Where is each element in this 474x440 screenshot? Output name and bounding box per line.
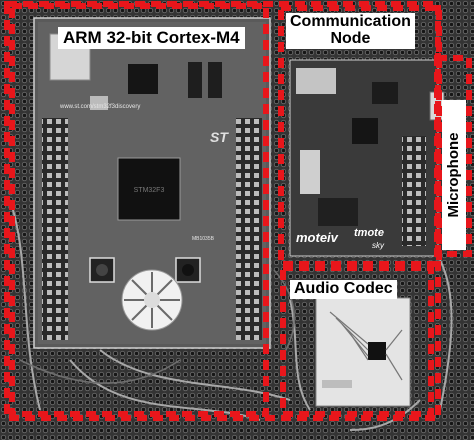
communication-node-text: Communication Node — [290, 13, 411, 47]
arm-label: ARM 32-bit Cortex-M4 — [58, 27, 245, 49]
svg-text:sky: sky — [372, 241, 385, 250]
svg-text:MB1035B: MB1035B — [192, 236, 215, 242]
svg-text:moteiv: moteiv — [296, 230, 339, 245]
left-pin-header — [42, 118, 68, 340]
discovery-board: STM32F3 ST www.st.com/stm32f3discovery M… — [33, 17, 271, 349]
audio-codec-label: Audio Codec — [290, 280, 397, 299]
mcu-chip — [117, 157, 181, 221]
arm-box — [9, 3, 269, 417]
audio-box — [280, 265, 434, 417]
outer-box — [4, 1, 441, 421]
communication-node-label: Communication Node — [286, 13, 415, 49]
tmote-board: moteiv tmote sky — [289, 59, 439, 257]
svg-text:ST: ST — [210, 129, 229, 145]
microphone-label: Microphone — [442, 100, 466, 250]
svg-text:tmote: tmote — [354, 227, 384, 239]
microphone-text: Microphone — [445, 132, 463, 218]
right-pin-header — [236, 118, 262, 340]
codec-board — [315, 297, 411, 407]
svg-text:STM32F3: STM32F3 — [134, 187, 165, 194]
svg-text:www.st.com/stm32f3discovery: www.st.com/stm32f3discovery — [59, 104, 140, 110]
